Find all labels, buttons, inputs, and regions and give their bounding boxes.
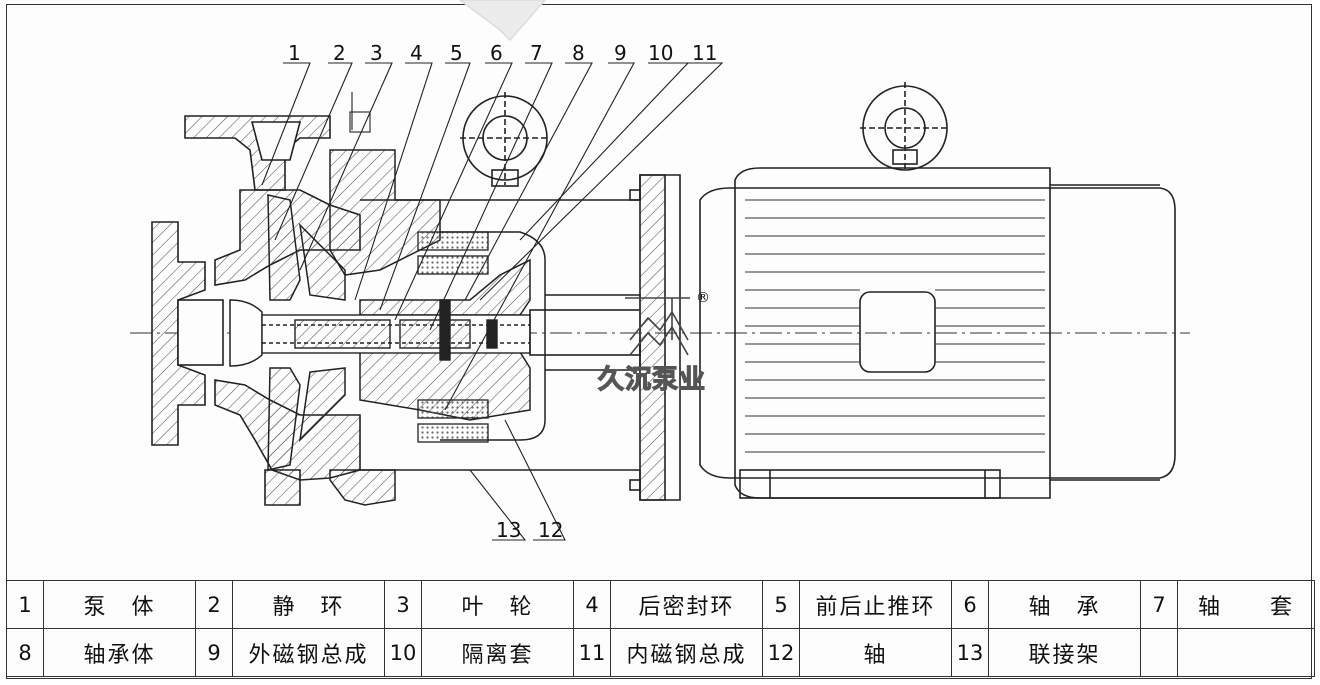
callout-5: 5 [450,41,463,65]
callout-6: 6 [490,41,503,65]
magnet-assemblies [417,231,489,443]
part-name-cell [1177,628,1315,677]
shaft [261,299,531,361]
lifting-eye-frame [460,92,550,187]
part-name-cell: 泵 体 [43,580,196,629]
part-name-cell: 隔离套 [421,628,574,677]
part-number-cell: 6 [951,580,989,629]
callout-12: 12 [538,518,563,542]
part-number-cell [1140,628,1178,677]
lifting-eye-motor [860,82,950,172]
part-number-cell: 11 [573,628,611,677]
part-number-cell: 9 [195,628,233,677]
magnetic-pump-section-drawing: 1 2 3 4 5 6 7 8 9 10 11 13 12 ® 久沉泵业 [130,0,1190,542]
part-name-cell: 外磁钢总成 [232,628,385,677]
part-name-cell: 叶 轮 [421,580,574,629]
callout-leader-lines [261,62,724,541]
callout-8: 8 [572,41,585,65]
callout-10: 10 [648,41,673,65]
part-number-cell: 3 [384,580,422,629]
isolation-sleeve [440,231,546,441]
callout-1: 1 [288,41,301,65]
callout-3: 3 [370,41,383,65]
part-name-cell: 内磁钢总成 [610,628,763,677]
callout-11: 11 [692,41,717,65]
part-number-cell: 4 [573,580,611,629]
part-name-cell: 前后止推环 [799,580,952,629]
callout-4: 4 [410,41,423,65]
part-number-cell: 13 [951,628,989,677]
callout-7: 7 [530,41,543,65]
callout-9: 9 [614,41,627,65]
part-name-cell: 静 环 [232,580,385,629]
part-number-cell: 7 [1140,580,1178,629]
motor-cooling-fins [745,199,1045,453]
part-number-cell: 2 [195,580,233,629]
part-name-cell: 轴 套 [1177,580,1315,629]
part-number-cell: 5 [762,580,800,629]
callout-13: 13 [496,518,521,542]
motor [699,167,1176,499]
part-number-cell: 12 [762,628,800,677]
part-name-cell: 轴 承 [988,580,1141,629]
part-number-cell: 8 [6,628,44,677]
part-name-cell: 后密封环 [610,580,763,629]
watermark-text: 久沉泵业 [598,365,706,395]
part-number-cell: 10 [384,628,422,677]
part-name-cell: 轴承体 [43,628,196,677]
part-name-cell: 联接架 [988,628,1141,677]
part-number-cell: 1 [6,580,44,629]
callout-2: 2 [333,41,346,65]
part-name-cell: 轴 [799,628,952,677]
registered-mark: ® [696,290,710,306]
brand-watermark-logo [458,0,690,356]
